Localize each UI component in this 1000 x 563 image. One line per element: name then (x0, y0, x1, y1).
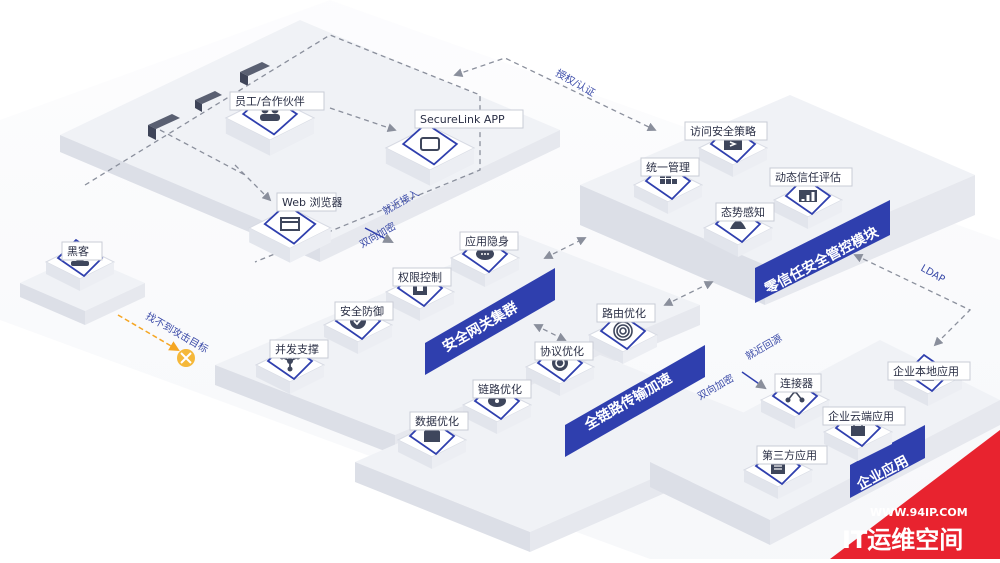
module-label: 员工/合作伙伴 (229, 91, 325, 111)
watermark-url: WWW.94IP.COM (870, 506, 968, 519)
module-label: 权限控制 (392, 267, 452, 287)
module-label: Web 浏览器 (276, 192, 342, 212)
dashed-connector (159, 129, 246, 176)
connector-block: 连接器 (759, 373, 831, 429)
chart-icon (799, 190, 817, 202)
link-opt-block: 链路优化 (461, 379, 533, 434)
module-label: 路由优化 (596, 303, 656, 323)
access-control-block: 权限控制 (384, 267, 456, 321)
module-label-text: 企业本地应用 (893, 364, 959, 378)
hacker-attack-arrow (117, 314, 180, 352)
module-label-text: 企业云端应用 (828, 409, 894, 423)
dashed-connector (329, 107, 397, 132)
gateway-accel-connector (533, 324, 567, 341)
module-label: 协议优化 (534, 341, 594, 361)
module-label-text: 安全防御 (340, 304, 384, 318)
module-label: 态势感知 (715, 202, 775, 222)
module-label-text: 态势感知 (721, 205, 765, 219)
terminal-icon (148, 114, 180, 140)
module-label-text: 访问安全策略 (690, 124, 756, 138)
data-opt-block: 数据优化 (396, 411, 469, 469)
module-label: 并发支撑 (269, 339, 329, 359)
local-app-block: 企业本地应用 (887, 353, 971, 406)
module-label-text: 协议优化 (540, 344, 584, 358)
module-label: 连接器 (774, 373, 822, 393)
module-label-text: Web 浏览器 (282, 195, 342, 209)
module-label-text: 黑客 (67, 244, 89, 258)
cloud-app-block: 企业云端应用 (822, 406, 906, 461)
module-label: 应用隐身 (459, 231, 519, 251)
module-label: 统一管理 (640, 157, 700, 177)
unified-mgmt-block: 统一管理 (632, 157, 704, 214)
protocol-opt-block: 协议优化 (524, 341, 596, 396)
module-label-text: 动态信任评估 (775, 171, 841, 184)
module-label-text: 数据优化 (415, 414, 459, 428)
module-label-text: 员工/合作伙伴 (235, 94, 305, 108)
ldap-connector (853, 254, 972, 347)
hacker-block: 黑客 (44, 238, 116, 291)
app-hiding-block: 应用隐身 (449, 231, 521, 287)
web-browser-block: Web 浏览器 (248, 192, 342, 263)
security-defense-block: 安全防御 (322, 301, 394, 354)
terminal-icon (240, 62, 270, 86)
policy-icon (724, 138, 742, 150)
module-label-text: 第三方应用 (762, 448, 817, 462)
nearest-return-arrow (741, 371, 767, 390)
module-label: 安全防御 (334, 301, 394, 321)
dashed-connector (84, 34, 481, 263)
module-label: SecureLink APP (414, 109, 524, 129)
module-label: 链路优化 (472, 379, 532, 399)
module-label: 访问安全策略 (684, 121, 768, 141)
third-party-block: 第三方应用 (742, 445, 828, 499)
module-label: 数据优化 (409, 411, 469, 431)
watermark-name: IT运维空间 (842, 526, 963, 554)
browser-icon (280, 217, 300, 231)
module-label-text: 路由优化 (602, 306, 646, 320)
database-icon (424, 429, 440, 442)
module-label: 黑客 (61, 241, 103, 261)
auth-connector (453, 57, 657, 131)
terminal-icon (195, 91, 222, 112)
alarm-icon (730, 220, 746, 229)
module-label-text: 连接器 (780, 377, 813, 390)
gateway-zerotrust-connector (543, 237, 587, 259)
watermark: WWW.94IP.COM IT运维空间 (830, 430, 1000, 559)
dynamic-trust-block: 动态信任评估 (769, 167, 853, 229)
module-label: 第三方应用 (756, 445, 828, 465)
routing-opt-block: 路由优化 (587, 303, 659, 364)
employee-block: 员工/合作伙伴 (224, 91, 325, 156)
signal-icon (613, 321, 633, 341)
module-label-text: 统一管理 (646, 160, 690, 174)
situation-aware-block: 态势感知 (702, 202, 775, 257)
module-label: 企业本地应用 (887, 361, 971, 381)
module-label-text: SecureLink APP (420, 113, 505, 126)
module-label-text: 并发支撑 (275, 342, 319, 356)
module-label: 企业云端应用 (822, 406, 906, 426)
eye-off-icon (476, 248, 494, 260)
phone-icon (420, 137, 440, 151)
module-label-text: 链路优化 (478, 382, 522, 396)
access-policy-block: 访问安全策略 (684, 121, 769, 177)
concurrency-block: 并发支撑 (254, 339, 329, 394)
module-label-text: 应用隐身 (465, 234, 509, 248)
module-label-text: 权限控制 (398, 270, 442, 284)
blocked-icon (177, 349, 195, 367)
module-label: 动态信任评估 (769, 167, 853, 187)
nearest-access-arrow (364, 227, 394, 243)
